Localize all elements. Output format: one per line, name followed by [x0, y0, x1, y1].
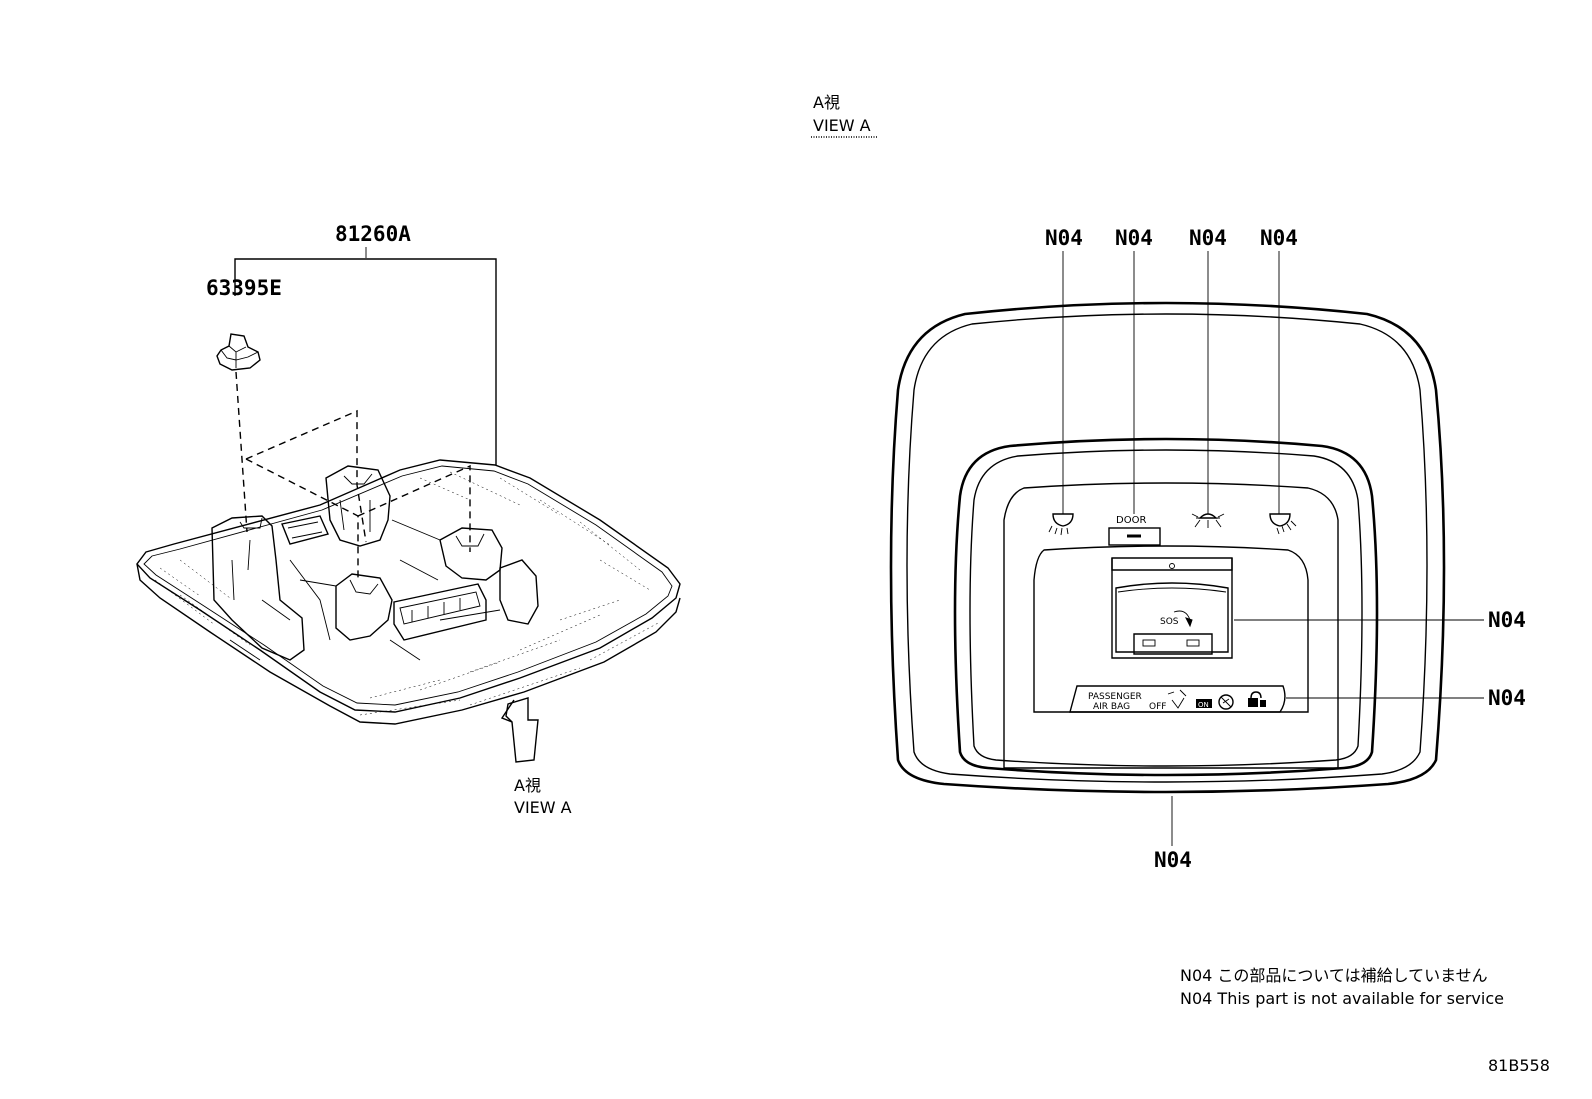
top-leader-lines [1062, 251, 1280, 514]
overhead-console-body[interactable] [136, 459, 681, 725]
sos-button-label: SOS [1160, 617, 1179, 627]
console-recess [1033, 545, 1309, 713]
sos-bottom-bracket [1133, 633, 1213, 655]
airbag-label-line2: AIR BAG [1093, 702, 1130, 712]
right-view-caption-en: VIEW A [813, 116, 871, 135]
callout-n04-lamp-left[interactable]: N04 [1045, 226, 1083, 250]
assembly-label[interactable]: 81260A [335, 222, 411, 246]
console-middle-inner-edge [969, 449, 1363, 767]
note-en: N04 This part is not available for servi… [1180, 989, 1504, 1008]
door-switch-label: DOOR [1116, 515, 1146, 526]
left-view-caption-jp: A視 [514, 776, 541, 795]
figure-code: 81B558 [1488, 1056, 1550, 1075]
callout-n04-sos[interactable]: N04 [1488, 608, 1526, 632]
map-lamp-right-icon[interactable] [1269, 513, 1297, 535]
note-jp: N04 この部品については補給していません [1180, 966, 1488, 985]
console-outer-housing[interactable] [889, 301, 1446, 794]
dome-lamp-icon[interactable] [1191, 513, 1225, 528]
airbag-indicator-panel[interactable] [1069, 685, 1286, 713]
clip-label[interactable]: 63395E [206, 276, 282, 300]
airbag-off-label: OFF [1149, 702, 1166, 712]
console-inner-panel [1003, 482, 1339, 769]
clip-part[interactable] [216, 333, 261, 371]
left-view-caption-en: VIEW A [514, 798, 572, 817]
right-view-a: A視 VIEW A N04 N04 N04 N04 DOOR [811, 93, 1526, 872]
console-middle-bezel[interactable] [953, 437, 1379, 777]
left-exploded-view: 81260A 63395E [136, 222, 681, 817]
sos-cover[interactable] [1111, 557, 1233, 659]
door-switch-button[interactable] [1108, 527, 1161, 546]
right-view-caption-jp: A視 [813, 93, 840, 112]
exploded-guide-lines [235, 371, 471, 580]
airbag-on-indicator [1196, 699, 1212, 708]
callout-n04-housing[interactable]: N04 [1154, 848, 1192, 872]
airbag-label-line1: PASSENGER [1088, 692, 1142, 702]
view-a-arrow [500, 697, 539, 763]
airbag-on-label: ON [1198, 701, 1209, 709]
callout-n04-door[interactable]: N04 [1115, 226, 1153, 250]
assembly-bracket [234, 258, 497, 465]
seatbelt-icon [1218, 694, 1234, 710]
callout-n04-dome[interactable]: N04 [1189, 226, 1227, 250]
map-lamp-left-icon[interactable] [1048, 513, 1074, 536]
airbag-seat-icon [1167, 689, 1187, 709]
console-outer-inner-edge [906, 313, 1428, 783]
callout-n04-lamp-right[interactable]: N04 [1260, 226, 1298, 250]
callout-n04-airbag[interactable]: N04 [1488, 686, 1526, 710]
lock-icon [1248, 691, 1266, 707]
